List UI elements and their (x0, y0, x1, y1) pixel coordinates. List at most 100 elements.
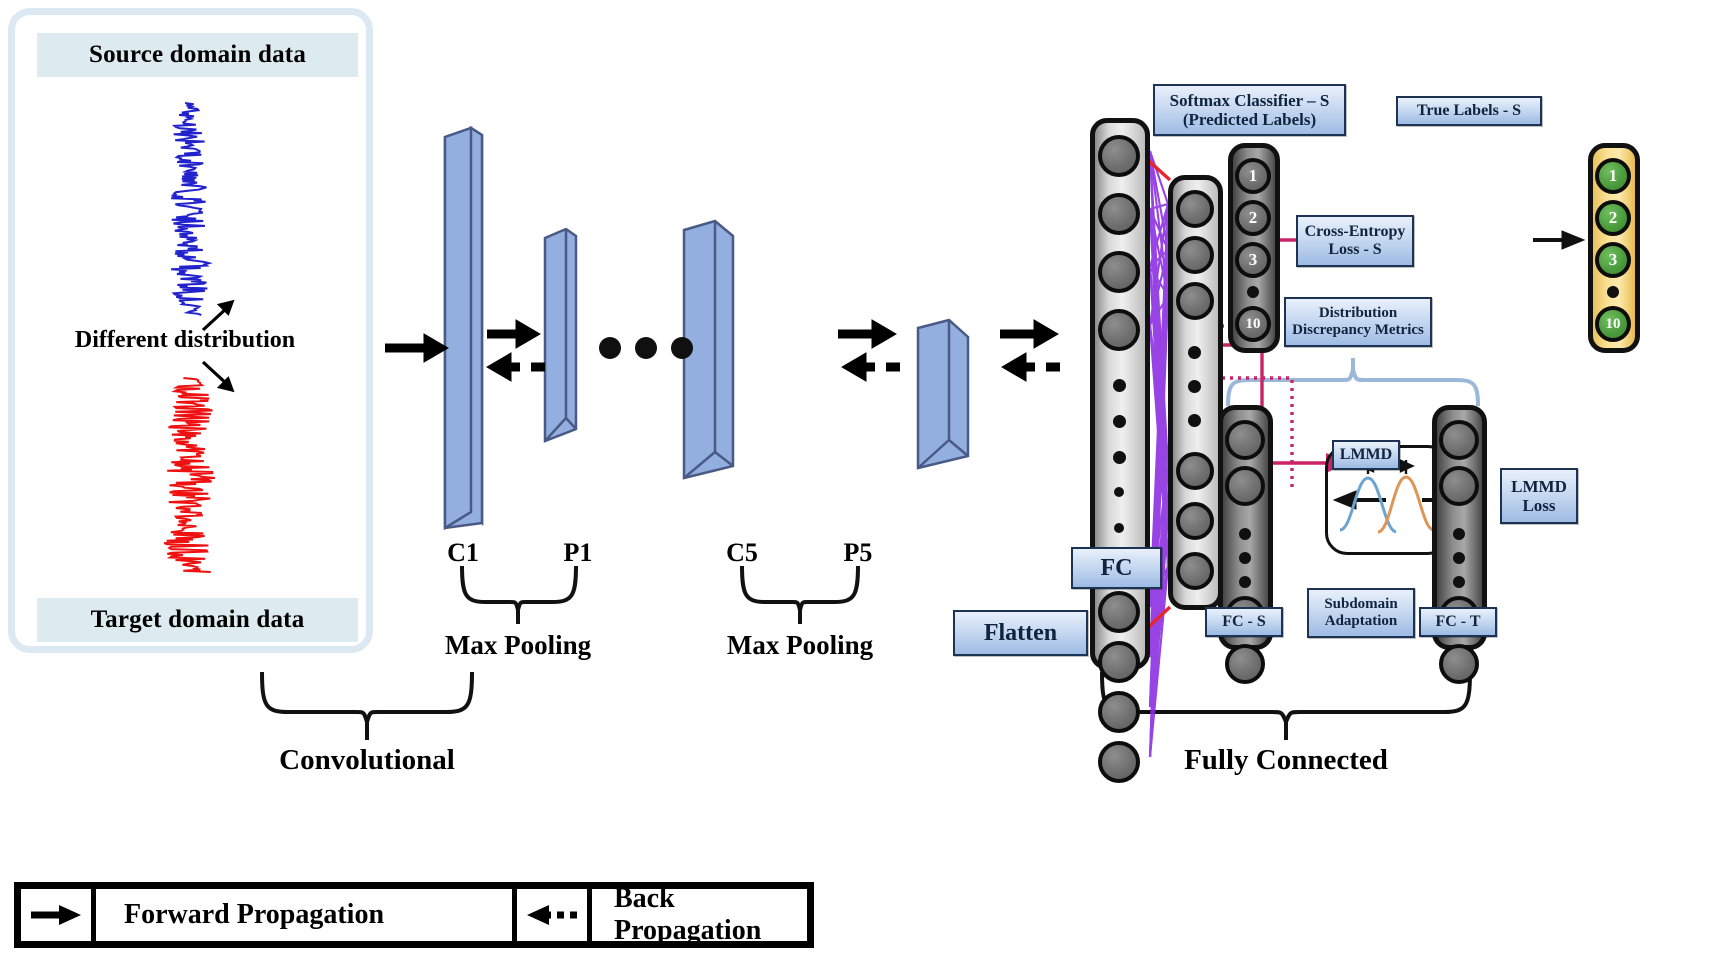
discrepancy-line-1: Distribution (1318, 305, 1398, 322)
fc-connections (1148, 150, 1170, 758)
neuron-node (1175, 552, 1214, 590)
layer-label-p1: P1 (563, 538, 593, 567)
source-domain-title: Source domain data (88, 41, 307, 68)
lmmd-label: LMMD (1339, 446, 1393, 464)
lmmd-loss-line-1: LMMD (1511, 476, 1567, 496)
flow-arrows (385, 319, 1060, 382)
conv-block-p1 (543, 227, 578, 443)
ellipsis-dot (1188, 414, 1201, 427)
lmmd-box: LMMD (1332, 440, 1400, 470)
layer-label-c1: C1 (447, 538, 479, 567)
class-node-1: 1 (1235, 158, 1271, 194)
class-node-10: 10 (1595, 306, 1631, 342)
ellipsis-dot (1112, 451, 1126, 464)
neuron-node (1224, 420, 1265, 460)
fc-t-box: FC - T (1419, 607, 1497, 637)
neuron-node (1098, 251, 1140, 293)
neuron-node (1098, 591, 1140, 633)
neuron-node (1098, 691, 1140, 733)
ellipsis-dot (1112, 415, 1126, 428)
fc-box: FC (1071, 547, 1162, 589)
softmax-classifier-title-box: Softmax Classifier – S (Predicted Labels… (1153, 84, 1346, 136)
arrow-c1-to-p1-forward (487, 319, 541, 349)
arrow-p5-to-flatten-forward (1000, 319, 1059, 349)
class-node-10: 10 (1235, 306, 1271, 342)
softmax-layer-column: 1 2 3 10 (1228, 143, 1280, 353)
brace-convolutional (260, 671, 474, 740)
neuron-node (1098, 309, 1140, 351)
lmmd-loss-box: LMMD Loss (1500, 468, 1578, 524)
ellipsis-dot (1452, 576, 1465, 588)
layer-label-c5: C5 (726, 538, 758, 567)
brace-discrepancy-to-fc (1226, 358, 1480, 407)
ellipsis-dot (1188, 380, 1201, 393)
distribution-discrepancy-box: Distribution Discrepancy Metrics (1284, 297, 1432, 347)
legend-back-icon-cell (517, 889, 592, 941)
brace-fully-connected (1100, 671, 1472, 740)
maxpool-label-1: Max Pooling (444, 630, 592, 660)
ellipsis-dot (1114, 487, 1124, 497)
ellipsis-dot (1452, 552, 1465, 564)
subdomain-line-2: Adaptation (1324, 613, 1398, 629)
different-distribution-label: Different distribution (74, 327, 296, 353)
ellipsis-dot (1238, 528, 1251, 540)
neuron-node (1098, 741, 1140, 783)
discrepancy-line-2: Discrepancy Metrics (1292, 322, 1424, 338)
arrow-input-to-c1 (385, 333, 449, 363)
conv-ellipsis-icon (599, 337, 693, 359)
ellipsis-dot (1247, 286, 1259, 298)
conv-block-c1 (443, 125, 484, 531)
neuron-node (1175, 236, 1214, 274)
class-node-1: 1 (1595, 158, 1631, 194)
flatten-box: Flatten (953, 610, 1088, 656)
class-node-3: 3 (1235, 242, 1271, 278)
fc-label: FC (1100, 554, 1133, 581)
ellipsis-dot (1112, 379, 1126, 392)
cross-entropy-loss-box: Cross-Entropy Loss - S (1296, 215, 1414, 267)
cross-entropy-line-1: Cross-Entropy (1304, 223, 1406, 241)
maxpool-label-2: Max Pooling (726, 630, 874, 660)
true-labels-title: True Labels - S (1416, 102, 1522, 120)
back-propagation-label: Back Propagation (614, 883, 762, 946)
softmax-title-line-2: (Predicted Labels) (1182, 110, 1317, 129)
ellipsis-dot (1238, 576, 1251, 588)
legend-box: Forward Propagation Back Propagation (14, 882, 814, 948)
fc-s-box: FC - S (1205, 607, 1283, 637)
legend-back-label-cell: Back Propagation (592, 883, 807, 946)
flatten-label: Flatten (983, 619, 1058, 646)
conv-block-p5 (916, 318, 970, 470)
ellipsis-dot (1114, 523, 1124, 533)
class-node-3: 3 (1595, 242, 1631, 278)
forward-propagation-label: Forward Propagation (124, 899, 385, 930)
subdomain-line-1: Subdomain (1324, 596, 1398, 613)
neuron-node (1098, 641, 1140, 683)
fully-connected-group-label: Fully Connected (1184, 744, 1388, 776)
neuron-node (1175, 502, 1214, 540)
neuron-node (1224, 644, 1265, 684)
conv-block-c5 (682, 219, 735, 480)
solid-arrow-right-icon (31, 905, 81, 925)
target-domain-title: Target domain data (90, 606, 305, 633)
ellipsis-dot (1188, 346, 1201, 359)
dashed-arrow-left-icon (527, 905, 577, 925)
arrow-flatten-to-p5-back (1001, 352, 1060, 382)
fc-t-label: FC - T (1435, 613, 1481, 631)
true-labels-column: 1 2 3 10 (1588, 143, 1640, 353)
arrow-ce-to-truelabels (1533, 230, 1586, 250)
class-node-2: 2 (1595, 200, 1631, 236)
fc-s-label: FC - S (1222, 613, 1266, 631)
source-domain-header: Source domain data (37, 33, 358, 77)
brace-maxpool-1 (460, 565, 578, 624)
brace-maxpool-2 (740, 565, 860, 624)
legend-forward-label-cell: Forward Propagation (96, 889, 517, 941)
softmax-title-line-1: Softmax Classifier – S (1169, 90, 1330, 110)
arrow-p1-to-c1-back (486, 352, 545, 382)
neuron-node (1175, 190, 1214, 228)
class-node-2: 2 (1235, 200, 1271, 236)
neuron-node (1438, 420, 1479, 460)
subdomain-adaptation-box: Subdomain Adaptation (1307, 588, 1415, 638)
neuron-node (1175, 452, 1214, 490)
ellipsis-dot (1607, 286, 1619, 298)
target-domain-header: Target domain data (37, 598, 358, 642)
